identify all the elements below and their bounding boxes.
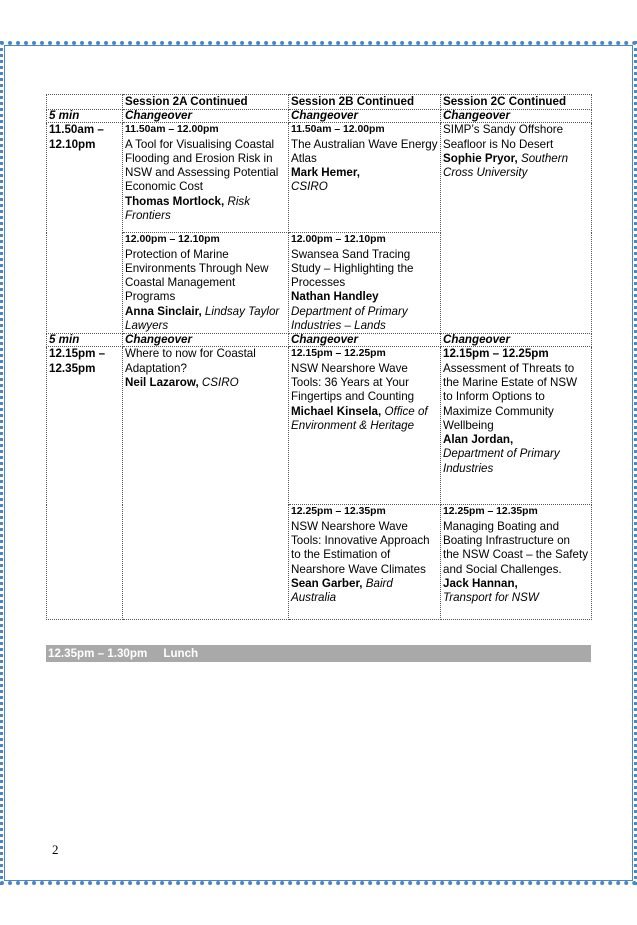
talk-time: 12.00pm – 12.10pm — [291, 234, 386, 246]
changeover-2a: Changeover — [122, 109, 289, 124]
slot2-2c-talk1: 12.15pm – 12.25pm Assessment of Threats … — [440, 346, 592, 506]
talk-org: Transport for NSW — [443, 591, 539, 605]
slot1-2b-talk2: 12.00pm – 12.10pm Swansea Sand Tracing S… — [288, 232, 441, 335]
talk-time: 11.50am – 12.00pm — [291, 124, 385, 136]
talk-org: Office of Environment & Heritage — [291, 404, 428, 432]
talk-title: Where to now for Coastal Adaptation? — [125, 347, 256, 375]
duration-2: 5 min — [46, 333, 123, 348]
talk-title: Assessment of Threats to the Marine Esta… — [443, 361, 578, 432]
talk-time: 11.50am – 12.00pm — [125, 124, 219, 136]
talk-title: A Tool for Visualising Coastal Flooding … — [125, 137, 279, 194]
changeover-row-1: 5 min Changeover Changeover Changeover — [46, 109, 592, 124]
talk-speaker: Alan Jordan, — [443, 433, 514, 447]
slot1-time: 11.50am – 12.10pm — [46, 122, 123, 335]
header-session-2a: Session 2A Continued — [122, 93, 289, 111]
changeover-2c: Changeover — [440, 333, 592, 348]
talk-time: 12.25pm – 12.35pm — [291, 506, 386, 518]
changeover-2b: Changeover — [288, 333, 441, 348]
slot1-2c-talk: SIMP’s Sandy Offshore Seafloor is No Des… — [440, 122, 592, 335]
lunch-time: 12.35pm – 1.30pm — [48, 647, 148, 660]
talk-org: Department of Primary Industries – Lands — [291, 304, 408, 333]
talk-title: The Australian Wave Energy Atlas — [291, 137, 438, 165]
talk-speaker: Neil Lazarow, — [125, 375, 199, 389]
lunch-label: Lunch — [163, 647, 199, 660]
slot1-row-1: 11.50am – 12.10pm 11.50am – 12.00pm A To… — [46, 122, 592, 335]
slot1-row-2: 12.00pm – 12.10pm Protection of Marine E… — [47, 232, 592, 335]
slot1-2b-talk1: 11.50am – 12.00pm The Australian Wave En… — [288, 122, 441, 234]
slot1-2a-talk1: 11.50am – 12.00pm A Tool for Visualising… — [122, 122, 289, 234]
duration-1: 5 min — [46, 109, 123, 124]
page-border-inner — [4, 45, 633, 881]
changeover-2a: Changeover — [122, 333, 289, 348]
program-table: Session 2A Continued Session 2B Continue… — [46, 93, 592, 621]
slot2-2b-talk1: 12.15pm – 12.25pm NSW Nearshore Wave Too… — [288, 346, 441, 506]
header-blank — [46, 93, 123, 111]
talk-speaker: Thomas Mortlock, — [125, 194, 225, 208]
talk-title: Managing Boating and Boating Infrastruct… — [443, 519, 588, 576]
talk-speaker: Mark Hemer, — [291, 166, 360, 180]
talk-title: Protection of Marine Environments Throug… — [125, 247, 269, 304]
talk-org: Baird Australia — [291, 576, 393, 605]
talk-org: Risk Frontiers — [125, 194, 250, 223]
talk-org: Southern Cross University — [443, 151, 569, 180]
talk-time: 12.15pm – 12.25pm — [443, 347, 549, 361]
talk-title: NSW Nearshore Wave Tools: 36 Years at Yo… — [291, 361, 415, 404]
slot1-2a-talk2: 12.00pm – 12.10pm Protection of Marine E… — [122, 232, 289, 335]
changeover-2b: Changeover — [288, 109, 441, 124]
slot2-row-1: 12.15pm – 12.35pm Where to now for Coast… — [46, 346, 592, 621]
talk-time: 12.25pm – 12.35pm — [443, 506, 538, 518]
talk-speaker: Michael Kinsela, — [291, 404, 382, 418]
talk-time: 12.15pm – 12.25pm — [291, 348, 386, 360]
talk-org: Department of Primary Industries — [443, 447, 560, 475]
slot2-2c-talk2: 12.25pm – 12.35pm Managing Boating and B… — [440, 504, 592, 621]
page-number: 2 — [52, 842, 59, 857]
talk-speaker: Anna Sinclair, — [125, 304, 202, 318]
slot2-2b-talk2: 12.25pm – 12.35pm NSW Nearshore Wave Too… — [288, 504, 441, 621]
talk-title: SIMP’s Sandy Offshore Seafloor is No Des… — [443, 123, 564, 151]
header-session-2b: Session 2B Continued — [288, 93, 441, 111]
talk-speaker: Nathan Handley — [291, 290, 379, 304]
talk-speaker: Sophie Pryor, — [443, 151, 518, 165]
talk-title: Swansea Sand Tracing Study – Highlightin… — [291, 247, 414, 290]
talk-org: CSIRO — [291, 180, 328, 194]
changeover-row-2: 5 min Changeover Changeover Changeover — [46, 333, 592, 348]
talk-time: 12.00pm – 12.10pm — [125, 234, 220, 246]
lunch-bar: 12.35pm – 1.30pm Lunch — [46, 645, 591, 662]
header-row: Session 2A Continued Session 2B Continue… — [46, 93, 592, 111]
talk-org: Lindsay Taylor Lawyers — [125, 304, 280, 333]
header-session-2c: Session 2C Continued — [440, 93, 592, 111]
page-border — [0, 41, 637, 885]
talk-speaker: Jack Hannan, — [443, 576, 518, 590]
slot2-time: 12.15pm – 12.35pm — [46, 346, 123, 621]
slot2-row-2: 12.25pm – 12.35pm NSW Nearshore Wave Too… — [47, 504, 592, 621]
changeover-2c: Changeover — [440, 109, 592, 124]
talk-title: NSW Nearshore Wave Tools: Innovative App… — [291, 519, 430, 576]
talk-org: CSIRO — [201, 375, 239, 389]
slot2-2a-talk: Where to now for Coastal Adaptation? Nei… — [122, 346, 289, 621]
talk-speaker: Sean Garber, — [291, 576, 363, 590]
